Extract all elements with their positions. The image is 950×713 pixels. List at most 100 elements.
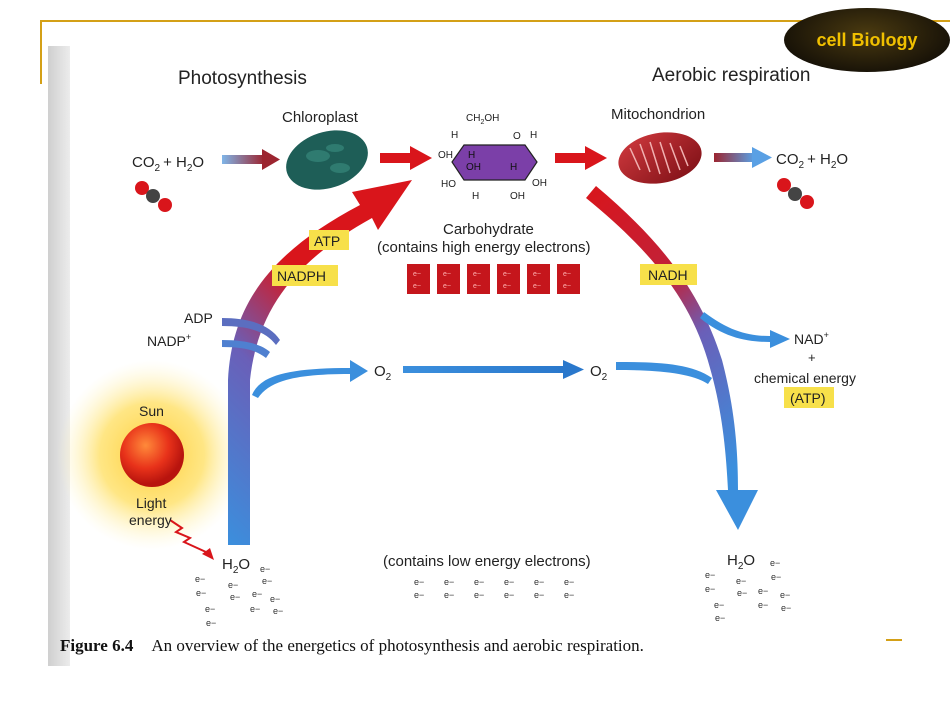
- glucose-ho: HO: [441, 179, 456, 190]
- energy-label: energy: [129, 512, 172, 528]
- energy-box: [407, 264, 430, 294]
- badge-label: cell Biology: [816, 29, 918, 50]
- input-arrow: [222, 155, 264, 164]
- o2-transfer-arrowhead: [563, 360, 584, 379]
- electron-marker: e−: [737, 588, 747, 598]
- glucose-oh: OH: [532, 178, 547, 189]
- chloroplast-out-arrowhead: [410, 146, 432, 170]
- figure-caption-text: An overview of the energetics of photosy…: [151, 636, 644, 655]
- carbohydrate-detail: (contains high energy electrons): [377, 239, 590, 256]
- h2o-left-label: H2O: [222, 556, 250, 576]
- electron-marker: e−: [250, 604, 260, 614]
- energy-box: [467, 264, 490, 294]
- glucose-o: O: [513, 131, 521, 142]
- electron-marker: e−: [705, 570, 715, 580]
- oxygen-atom-icon: [158, 198, 172, 212]
- electron-marker: e−: [770, 558, 780, 568]
- glucose-oh: OH: [466, 162, 481, 173]
- electron-marker: e−: [473, 271, 481, 278]
- electron-marker: e−: [443, 283, 451, 290]
- oxygen-atom-icon: [800, 195, 814, 209]
- glucose-h: H: [530, 130, 537, 141]
- electron-marker: e−: [414, 590, 424, 600]
- carb-out-arrowhead: [585, 146, 607, 170]
- o2-branch-arrow: [252, 360, 368, 398]
- nadh-label-box: [640, 264, 697, 285]
- energy-box: [527, 264, 550, 294]
- cristae-icon: [629, 141, 689, 175]
- nadp-arrow: [222, 340, 270, 358]
- electron-marker: e−: [414, 577, 424, 587]
- o2-right-label: O2: [590, 363, 608, 383]
- glucose-oh: OH: [510, 191, 525, 202]
- electron-marker: e−: [714, 600, 724, 610]
- page-edge: [48, 46, 70, 666]
- nad-branch-arrow: [700, 312, 790, 348]
- mitochondrion-icon: [618, 132, 702, 184]
- aerobic-respiration-title: Aerobic respiration: [652, 65, 810, 86]
- electron-marker: e−: [474, 590, 484, 600]
- electron-marker: e−: [444, 577, 454, 587]
- photosynthesis-title: Photosynthesis: [178, 68, 307, 89]
- glucose-h: H: [468, 150, 475, 161]
- light-ray-icon: [169, 519, 207, 553]
- electron-marker: e−: [206, 618, 216, 628]
- electron-marker: e−: [262, 576, 272, 586]
- atp-label: ATP: [314, 233, 340, 249]
- adp-label: ADP: [184, 310, 213, 326]
- o2-left-label: O2: [374, 363, 392, 383]
- output-arrow: [714, 153, 754, 162]
- nadh-label: NADH: [648, 267, 688, 283]
- chemical-energy-label: chemical energy: [754, 370, 856, 386]
- electron-marker: e−: [504, 590, 514, 600]
- chloroplast-label: Chloroplast: [282, 109, 359, 126]
- electron-marker: e−: [564, 577, 574, 587]
- nad-label: NAD+: [794, 330, 829, 347]
- electron-marker: e−: [228, 580, 238, 590]
- glucose-h: H: [510, 162, 517, 173]
- glucose-ch2oh: CH2OH: [466, 113, 499, 126]
- sun-label: Sun: [139, 403, 164, 419]
- sun-icon: [120, 423, 184, 487]
- electron-marker: e−: [413, 271, 421, 278]
- top-rule: [40, 20, 950, 22]
- light-label: Light: [136, 495, 166, 511]
- electron-marker: e−: [736, 576, 746, 586]
- mitochondrion-label: Mitochondrion: [611, 106, 705, 123]
- electron-marker: e−: [196, 588, 206, 598]
- glucose-oh: OH: [438, 150, 453, 161]
- electron-marker: e−: [252, 589, 262, 599]
- adp-arrow: [222, 318, 280, 345]
- electron-markers: e−e−e−e−e−e−e−e−e−e−e−e−e−e−e−e−e−e−e−e−…: [195, 558, 791, 628]
- oxygen-atom-icon: [777, 178, 791, 192]
- chloroplast-icon: [286, 130, 368, 190]
- electron-marker: e−: [273, 606, 283, 616]
- electron-marker: e−: [205, 604, 215, 614]
- electron-marker: e−: [504, 577, 514, 587]
- atp-output-label: (ATP): [790, 390, 826, 406]
- high-energy-electron-boxes: e−e−e−e−e−e−e−e−e−e−e−e−: [407, 264, 580, 294]
- output-arrowhead: [752, 147, 772, 168]
- electron-marker: e−: [705, 584, 715, 594]
- electron-marker: e−: [443, 271, 451, 278]
- left-rule: [40, 20, 42, 84]
- input-arrowhead: [262, 149, 280, 170]
- electron-marker: e−: [758, 600, 768, 610]
- carbohydrate-label: Carbohydrate: [443, 221, 534, 238]
- carbon-atom-icon: [146, 189, 160, 203]
- energy-box: [497, 264, 520, 294]
- o2-transfer-arrow: [403, 366, 563, 373]
- thylakoid-icon: [306, 150, 330, 162]
- h2o-right-label: H2O: [727, 552, 755, 572]
- electron-marker: e−: [473, 283, 481, 290]
- electron-marker: e−: [780, 590, 790, 600]
- energy-box: [437, 264, 460, 294]
- electron-marker: e−: [444, 590, 454, 600]
- electron-marker: e−: [260, 564, 270, 574]
- energy-box: [557, 264, 580, 294]
- glucose-h: H: [472, 191, 479, 202]
- atp-label-box: [309, 230, 349, 250]
